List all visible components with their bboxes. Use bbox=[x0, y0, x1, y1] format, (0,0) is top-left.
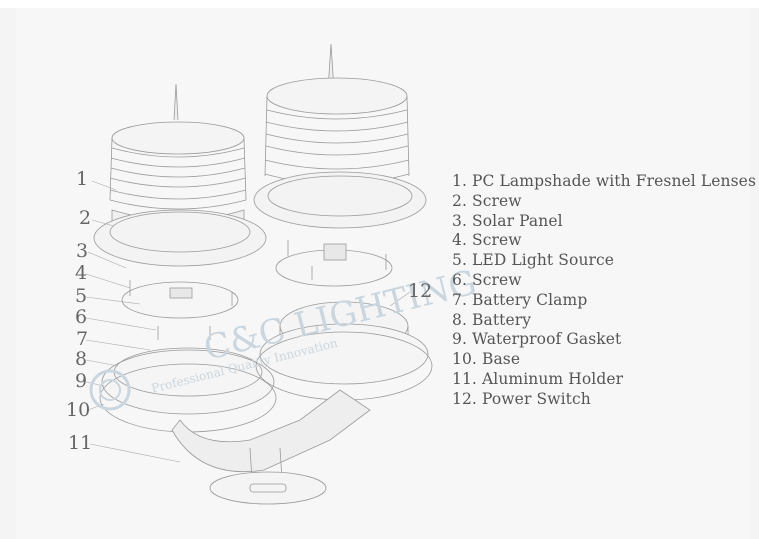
legend-item: 1. PC Lampshade with Fresnel Lenses bbox=[452, 172, 757, 190]
callout-5: 5 bbox=[75, 285, 88, 307]
left-solar-flange bbox=[93, 209, 267, 267]
callout-9: 9 bbox=[75, 370, 88, 392]
legend-item: 10. Base bbox=[452, 350, 521, 369]
legend-item: 11. Aluminum Holder bbox=[452, 369, 624, 388]
callout-4: 4 bbox=[75, 262, 88, 284]
aluminum-holder bbox=[171, 389, 371, 505]
legend-item: 4. Screw bbox=[452, 231, 522, 250]
callout-8: 8 bbox=[75, 348, 88, 370]
legend-item: 9. Waterproof Gasket bbox=[452, 330, 622, 349]
callout-3: 3 bbox=[76, 240, 89, 262]
legend-item: 8. Battery bbox=[452, 310, 532, 329]
callout-12: 12 bbox=[408, 280, 433, 302]
top-strip bbox=[0, 0, 759, 8]
legend-item: 5. LED Light Source bbox=[452, 251, 615, 270]
watermark-circle-icon bbox=[89, 369, 131, 411]
parts-legend: 1. PC Lampshade with Fresnel Lenses 2. S… bbox=[452, 172, 756, 410]
right-lampshade bbox=[264, 77, 410, 185]
callout-7: 7 bbox=[76, 328, 89, 350]
callout-11: 11 bbox=[68, 432, 93, 454]
left-led-board bbox=[121, 281, 239, 319]
legend-item: 2. Screw bbox=[452, 191, 522, 210]
callout-6: 6 bbox=[75, 306, 88, 328]
legend-item: 3. Solar Panel bbox=[452, 211, 563, 230]
right-base bbox=[255, 301, 433, 401]
right-led-board bbox=[275, 240, 393, 287]
left-antenna bbox=[173, 83, 179, 121]
legend-item: 12. Power Switch bbox=[452, 389, 591, 408]
leader-lines bbox=[85, 180, 411, 463]
callout-1: 1 bbox=[76, 168, 89, 190]
legend-item: 6. Screw bbox=[452, 270, 522, 289]
callout-10: 10 bbox=[66, 399, 91, 421]
legend-item: 7. Battery Clamp bbox=[452, 290, 588, 309]
callout-2: 2 bbox=[79, 207, 92, 229]
right-solar-flange bbox=[253, 171, 427, 229]
